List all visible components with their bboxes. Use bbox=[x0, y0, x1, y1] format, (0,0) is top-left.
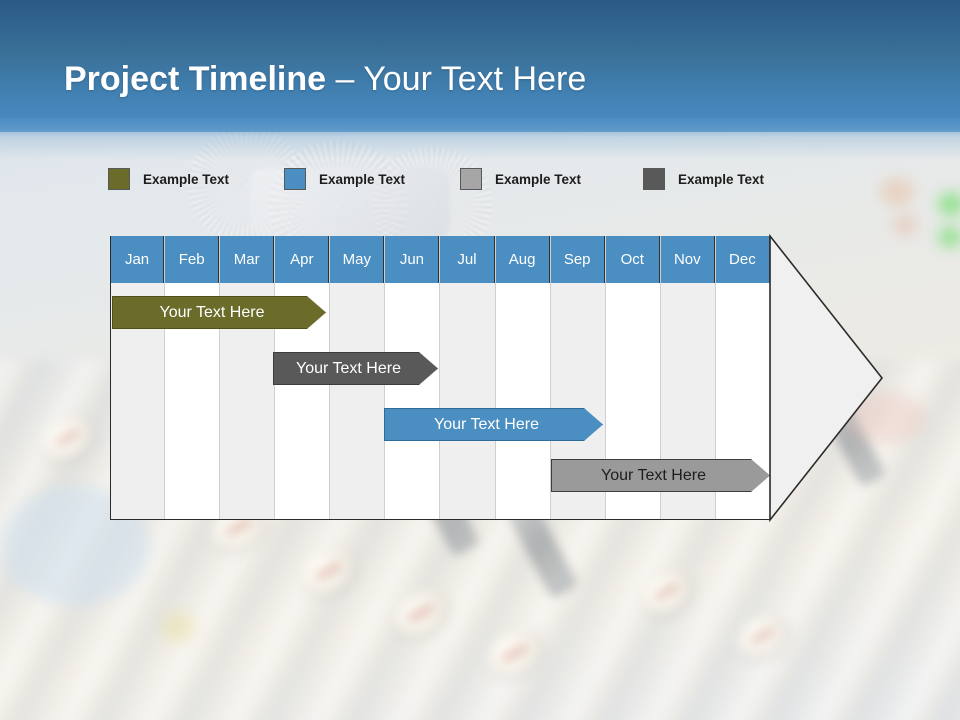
legend-swatch-icon bbox=[284, 168, 306, 190]
knob bbox=[33, 407, 103, 470]
page-title-bold: Project Timeline bbox=[64, 60, 327, 98]
month-header-jan[interactable]: Jan bbox=[110, 236, 165, 283]
timeline-column-nov: Nov bbox=[660, 236, 716, 520]
knob bbox=[729, 606, 797, 667]
month-header-oct[interactable]: Oct bbox=[605, 236, 660, 283]
title-band-fade bbox=[0, 118, 960, 160]
month-header-may[interactable]: May bbox=[330, 236, 385, 283]
page-title: Project Timeline – Your Text Here bbox=[64, 59, 586, 99]
timeline-column-apr: Apr bbox=[275, 236, 331, 520]
month-header-apr[interactable]: Apr bbox=[275, 236, 330, 283]
bokeh-light-pink bbox=[846, 392, 926, 444]
legend-label: Example Text bbox=[143, 171, 230, 187]
bokeh-light-yellow bbox=[160, 612, 196, 642]
month-header-dec[interactable]: Dec bbox=[715, 236, 770, 283]
legend-label: Example Text bbox=[319, 171, 406, 187]
legend-label: Example Text bbox=[678, 171, 765, 187]
knob bbox=[385, 581, 457, 646]
month-header-sep[interactable]: Sep bbox=[550, 236, 605, 283]
month-header-aug[interactable]: Aug bbox=[495, 236, 550, 283]
timeline-column-dec: Dec bbox=[715, 236, 770, 520]
timeline-column-sep: Sep bbox=[550, 236, 606, 520]
bokeh-light-orange bbox=[880, 178, 914, 206]
knob bbox=[633, 562, 701, 623]
month-header-jul[interactable]: Jul bbox=[440, 236, 495, 283]
microphone-body-icon bbox=[250, 168, 450, 238]
month-header-nov[interactable]: Nov bbox=[660, 236, 715, 283]
legend-swatch-icon bbox=[108, 168, 130, 190]
timeline-column-oct: Oct bbox=[605, 236, 661, 520]
month-header-feb[interactable]: Feb bbox=[165, 236, 220, 283]
legend-item-2[interactable]: Example Text bbox=[284, 168, 405, 190]
page-title-rest: – Your Text Here bbox=[326, 60, 587, 98]
legend-swatch-icon bbox=[460, 168, 482, 190]
timeline-column-jun: Jun bbox=[385, 236, 441, 520]
knob bbox=[293, 539, 365, 604]
timeline-column-aug: Aug bbox=[495, 236, 551, 520]
timeline-column-may: May bbox=[330, 236, 386, 520]
title-band bbox=[0, 0, 960, 132]
bokeh-light-green bbox=[938, 226, 960, 248]
month-header-jun[interactable]: Jun bbox=[385, 236, 440, 283]
timeline-column-jul: Jul bbox=[440, 236, 496, 520]
legend-label: Example Text bbox=[495, 171, 582, 187]
month-header-mar[interactable]: Mar bbox=[220, 236, 275, 283]
timeline-column-jan: Jan bbox=[110, 236, 166, 520]
timeline-column-mar: Mar bbox=[220, 236, 276, 520]
legend-item-4[interactable]: Example Text bbox=[643, 168, 764, 190]
legend: Example Text Example Text Example Text Exam… bbox=[108, 168, 828, 198]
legend-item-1[interactable]: Example Text bbox=[108, 168, 229, 190]
knob bbox=[479, 621, 551, 686]
bokeh-light-green bbox=[938, 192, 960, 216]
bokeh-light-orange bbox=[892, 214, 918, 236]
legend-item-3[interactable]: Example Text bbox=[460, 168, 581, 190]
legend-swatch-icon bbox=[643, 168, 665, 190]
timeline-column-feb: Feb bbox=[165, 236, 221, 520]
